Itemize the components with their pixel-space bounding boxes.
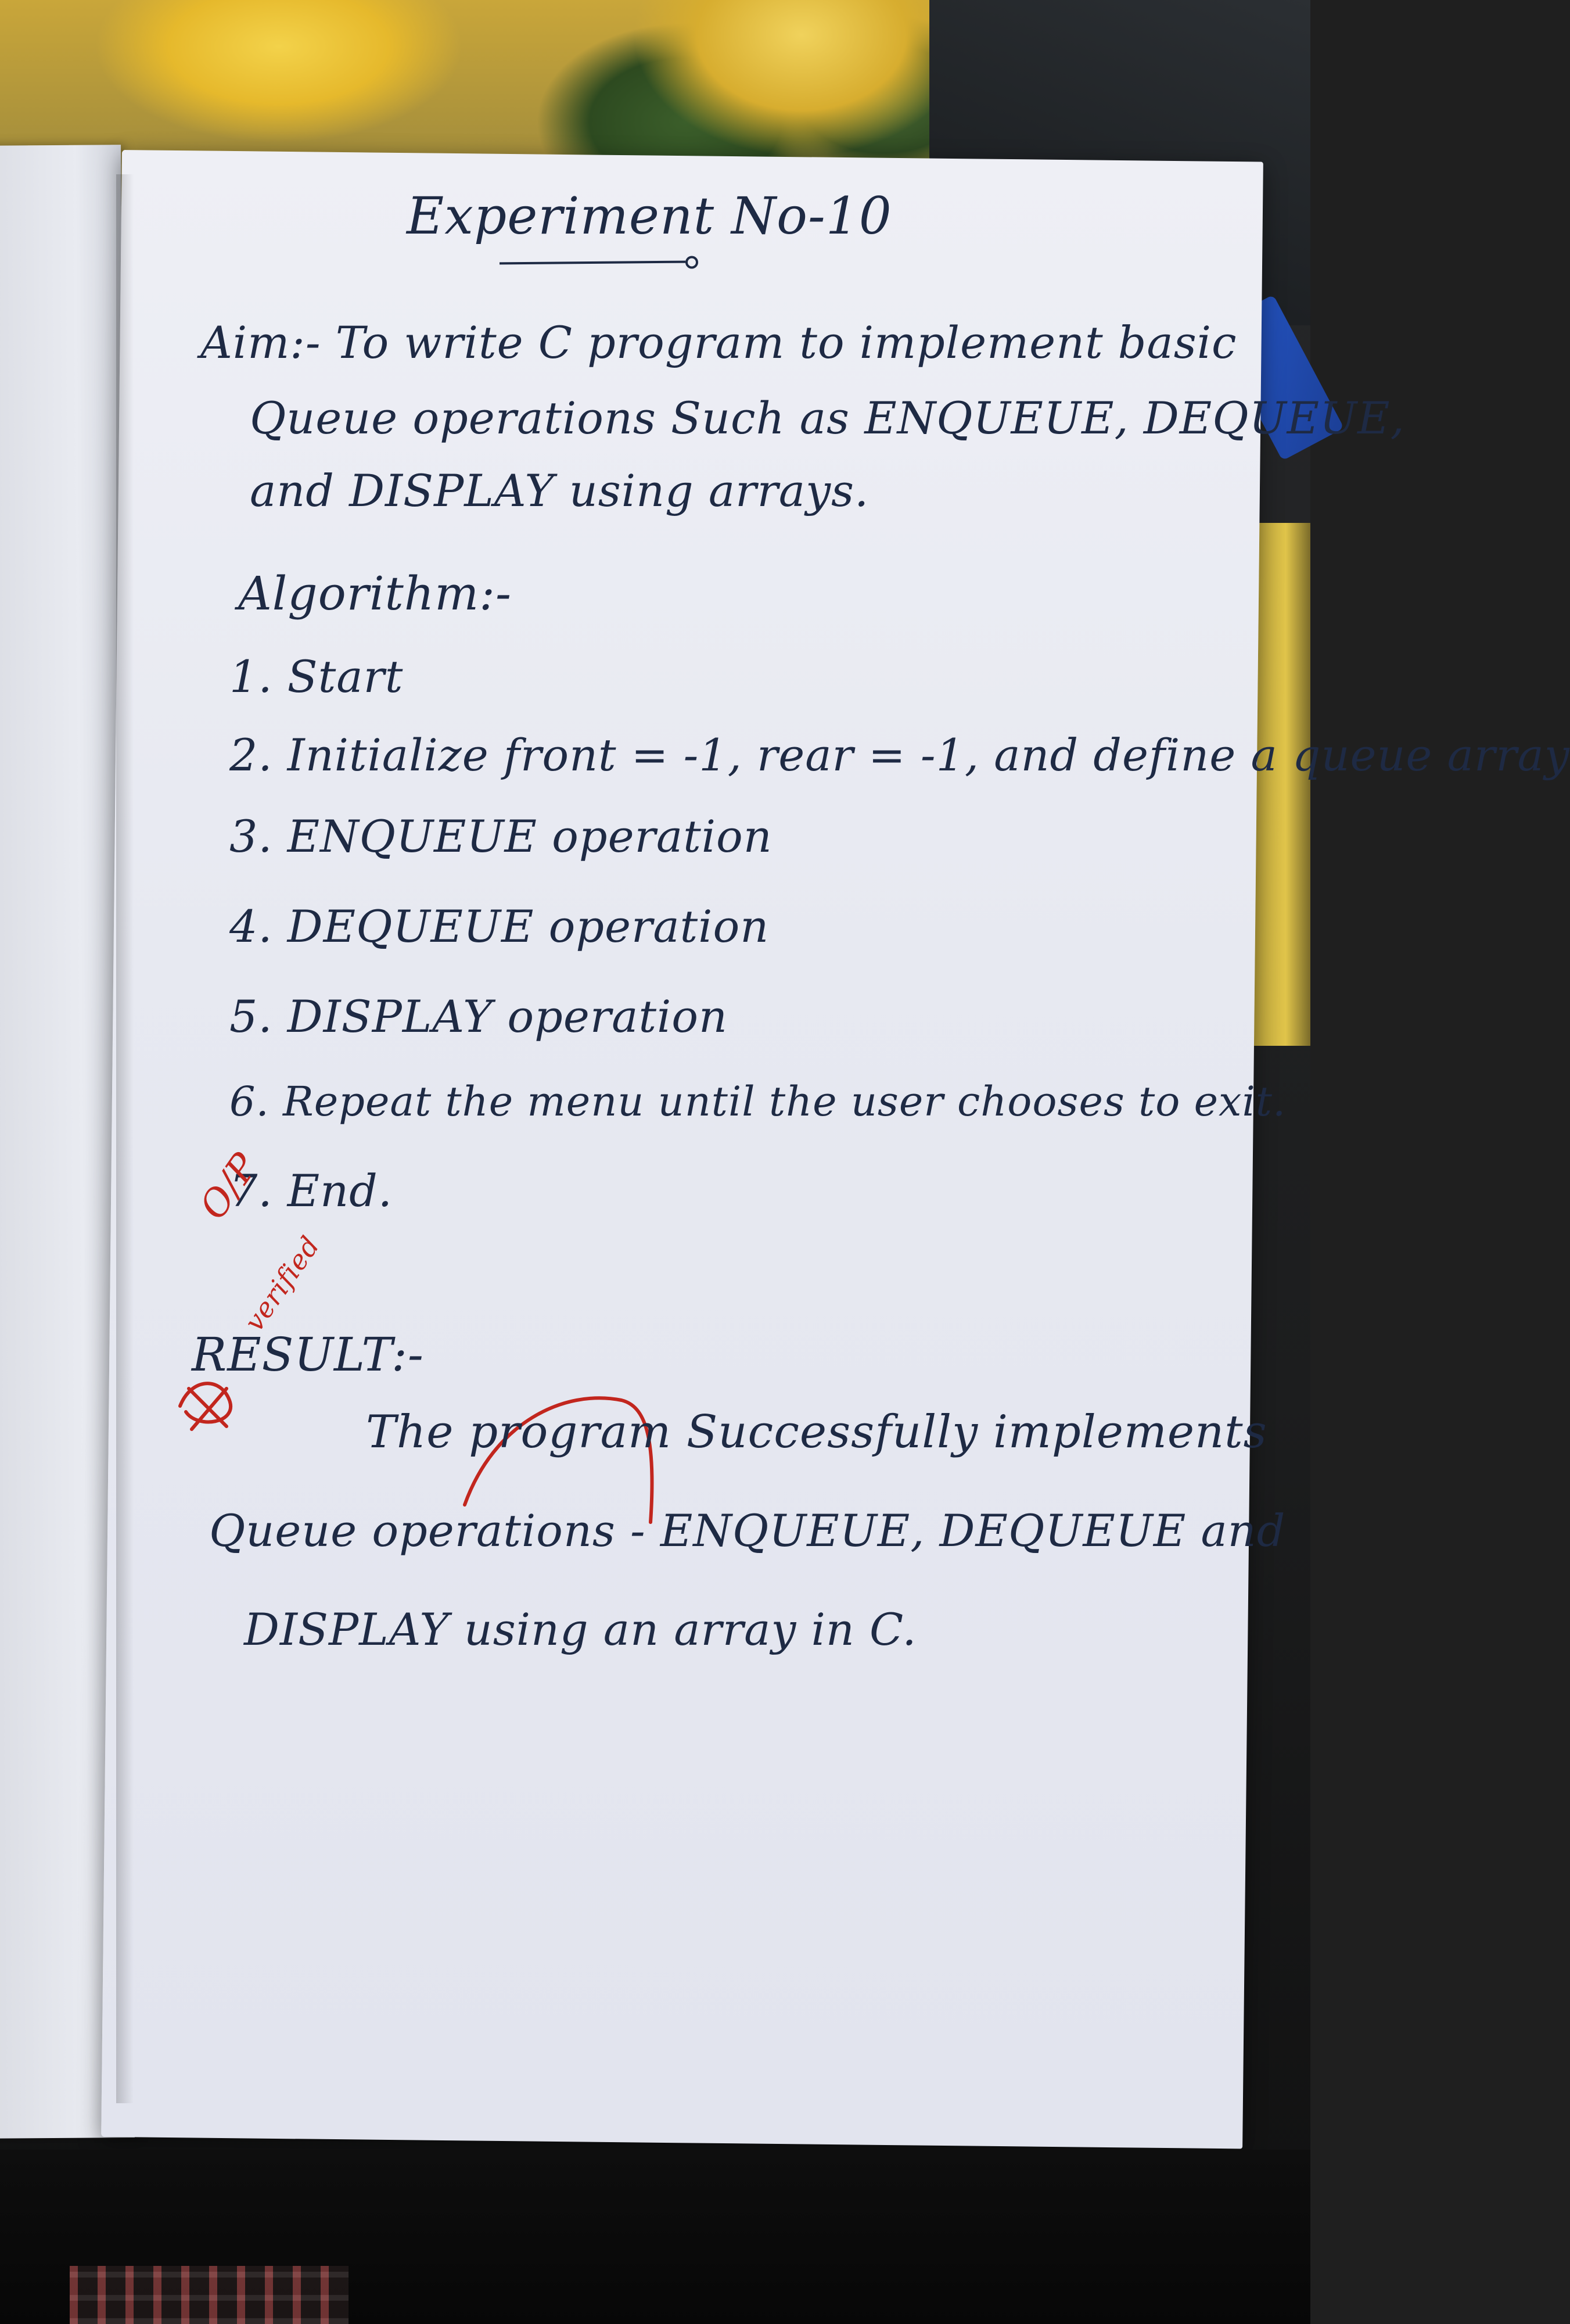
aim-line-3: and DISPLAY using arrays.: [250, 465, 870, 517]
background-right-edge: [1249, 523, 1310, 1046]
algorithm-step-7: 7. End.: [229, 1165, 393, 1217]
red-check-arc: [463, 1396, 654, 1524]
result-line-2: Queue operations - ENQUEUE, DEQUEUE and: [209, 1505, 1286, 1556]
algorithm-step-3: 3. ENQUEUE operation: [229, 810, 773, 862]
algorithm-step-6: 6. Repeat the menu until the user choose…: [229, 1078, 1287, 1125]
aim-line-1: Aim:- To write C program to implement ba…: [200, 317, 1237, 368]
result-line-1: The program Successfully implements: [366, 1406, 1267, 1458]
algorithm-step-5: 5. DISPLAY operation: [229, 991, 728, 1042]
aim-line-2: Queue operations Such as ENQUEUE, DEQUEU…: [250, 392, 1405, 444]
algorithm-heading: Algorithm:-: [238, 566, 512, 621]
algorithm-step-1: 1. Start: [229, 651, 404, 702]
algorithm-step-4: 4. DEQUEUE operation: [229, 901, 770, 952]
red-scribble-mark: [178, 1382, 233, 1431]
plaid-cloth: [70, 2266, 349, 2324]
algorithm-step-2: 2. Initialize front = -1, rear = -1, and…: [229, 729, 1570, 781]
result-line-3: DISPLAY using an array in C.: [244, 1604, 917, 1655]
photo-scene: Experiment No-10 Aim:- To write C progra…: [0, 0, 1310, 2324]
result-heading: RESULT:-: [192, 1328, 424, 1382]
notebook-page: [101, 150, 1263, 2149]
page-fold-shadow: [116, 174, 134, 2103]
page-title: Experiment No-10: [407, 186, 892, 246]
